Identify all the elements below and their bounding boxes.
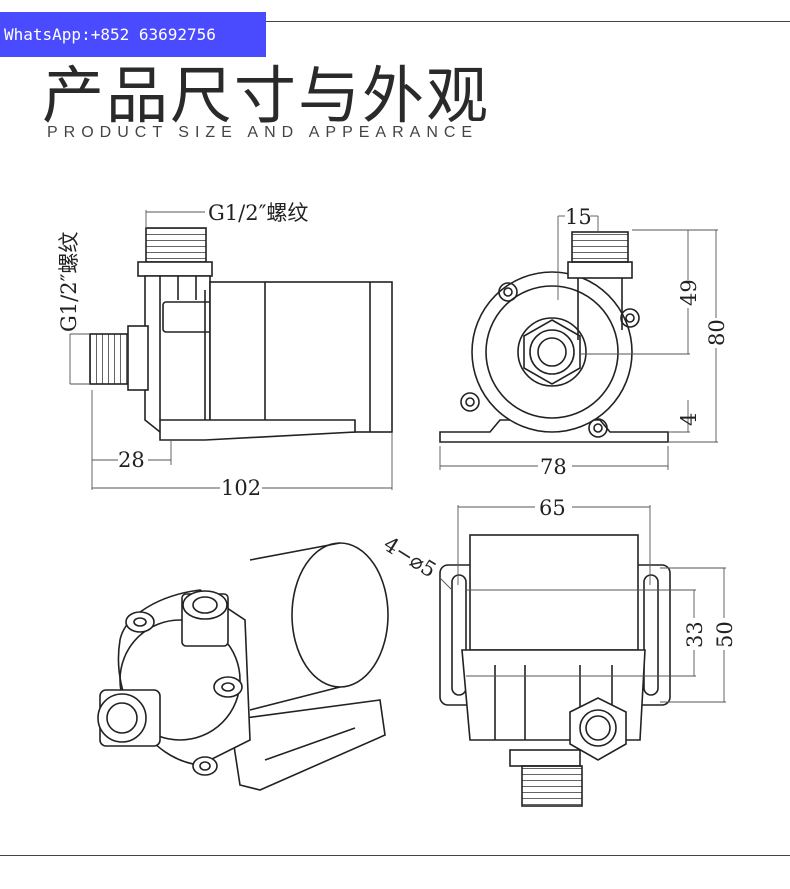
dim-28: 28 [118, 448, 145, 472]
dim-80: 80 [705, 319, 729, 346]
side-top-thread-label: G1/2″螺纹 [208, 201, 308, 225]
dim-33: 33 [683, 621, 707, 648]
perspective-view-drawing [97, 542, 389, 791]
dim-50: 50 [713, 621, 737, 648]
dim-102: 102 [221, 476, 261, 500]
dim-15: 15 [565, 205, 592, 229]
dim-49: 49 [677, 279, 701, 306]
side-view-drawing [69, 210, 393, 490]
side-inlet-thread-label: G1/2″螺纹 [57, 232, 81, 332]
page-title: 产品尺寸与外观 [42, 59, 491, 132]
dim-65: 65 [539, 496, 566, 520]
whatsapp-contact-banner: WhatsApp:+852 63692756 [0, 12, 266, 57]
front-view-drawing [439, 215, 718, 470]
bottom-divider [0, 855, 790, 856]
page-subtitle: PRODUCT SIZE AND APPEARANCE [47, 124, 479, 141]
dim-4-phi-5: 4−⌀5 [379, 532, 440, 583]
top-divider [0, 21, 790, 22]
dim-4: 4 [677, 413, 701, 426]
top-view-drawing [439, 505, 726, 807]
dim-78: 78 [540, 455, 567, 479]
